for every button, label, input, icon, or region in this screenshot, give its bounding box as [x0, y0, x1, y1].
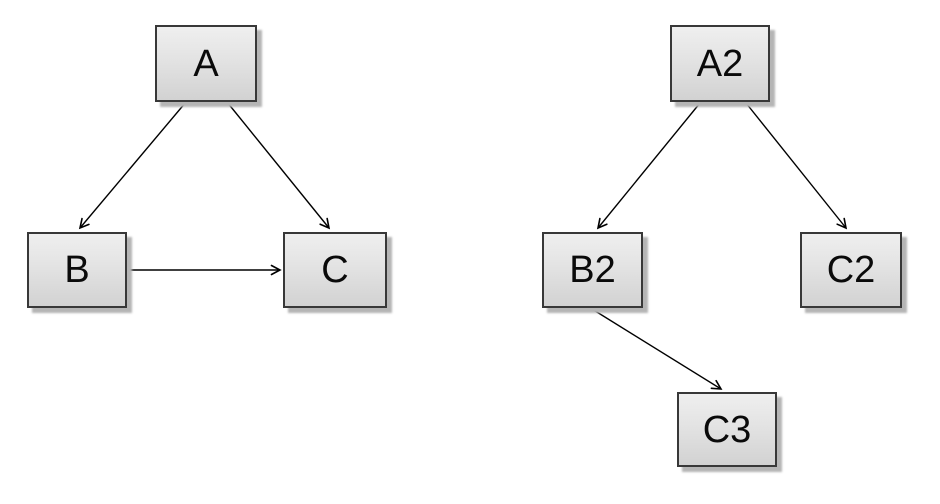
node-label-c3: C3	[702, 408, 752, 451]
node-label-a: A	[193, 42, 219, 85]
node-a2: A2	[670, 25, 770, 102]
edge-b2-to-c3	[591, 308, 723, 390]
node-b2: B2	[542, 232, 643, 308]
node-label-c2: C2	[826, 249, 876, 291]
node-c3: C3	[677, 392, 777, 467]
node-label-a2: A2	[696, 42, 744, 85]
node-label-c: C	[321, 249, 349, 291]
edge-a2-to-c2	[745, 102, 848, 230]
node-a: A	[155, 25, 257, 102]
edge-a2-to-b2	[596, 102, 701, 230]
node-label-b2: B2	[569, 249, 616, 291]
node-c: C	[283, 232, 387, 308]
edge-a-to-b	[78, 101, 187, 230]
edge-a-to-c	[226, 101, 331, 230]
node-label-b: B	[64, 249, 90, 291]
node-c2: C2	[800, 232, 902, 308]
node-b: B	[27, 232, 127, 308]
